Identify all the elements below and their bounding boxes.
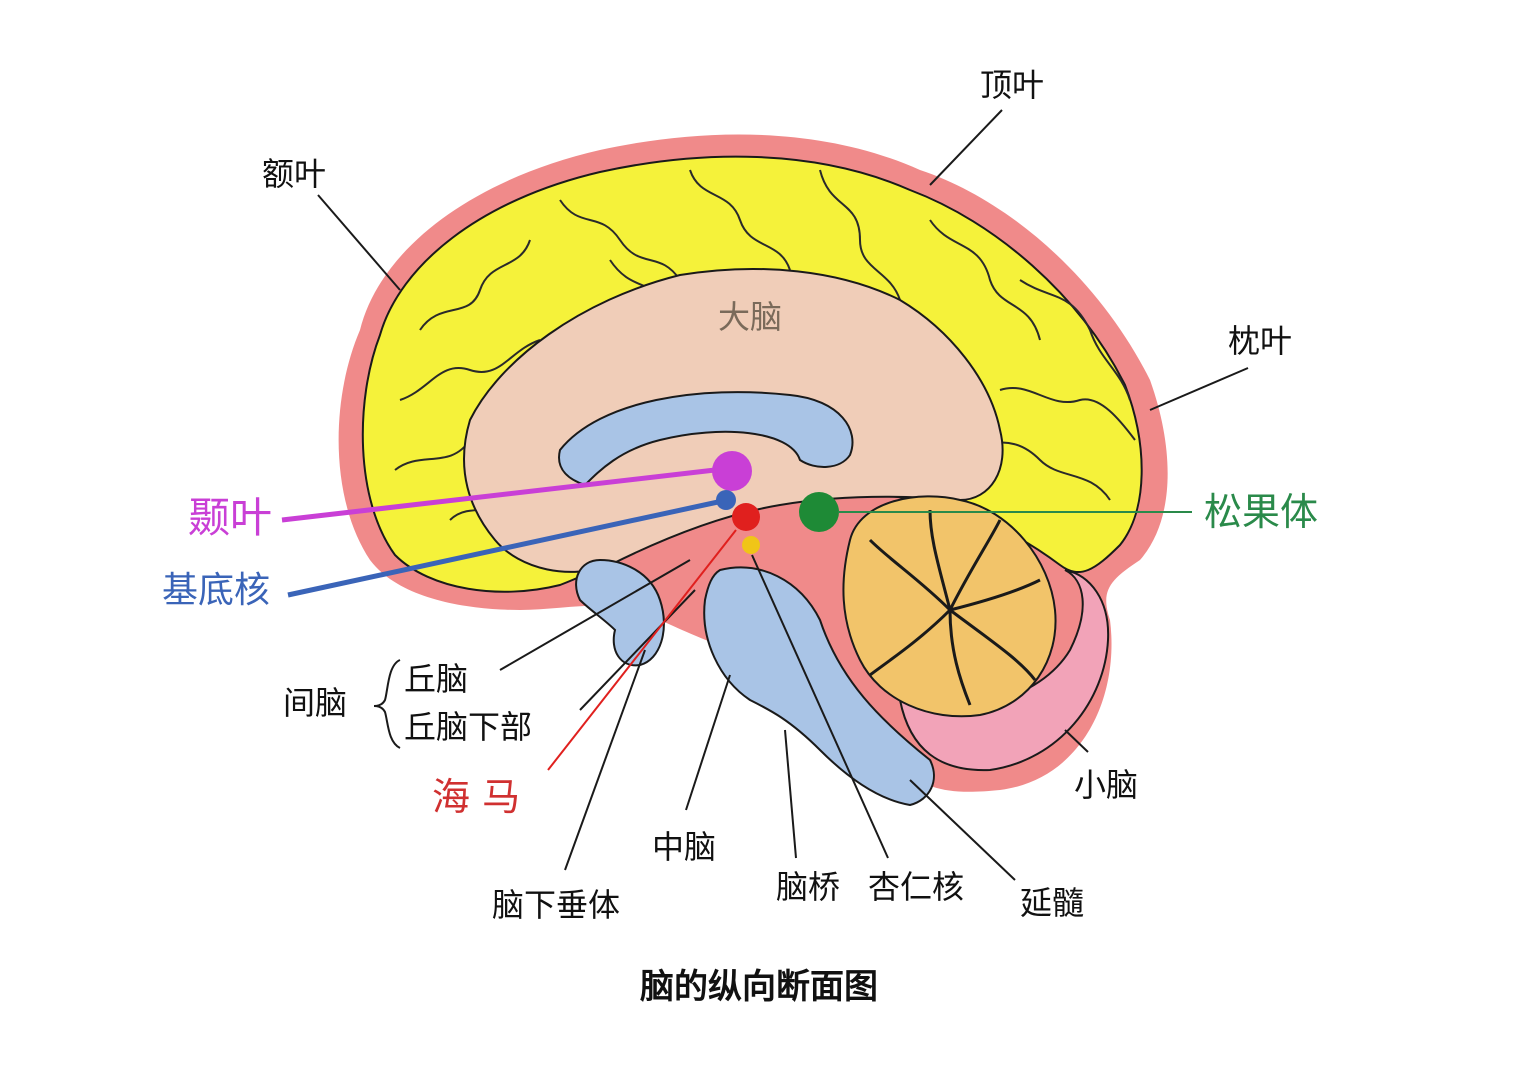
label-medulla: 延髓: [1020, 884, 1084, 922]
label-cerebrum: 大脑: [718, 298, 782, 336]
label-basal-ganglia: 基底核: [162, 570, 270, 611]
hippocampus-marker: [732, 503, 760, 531]
temporal-lobe-marker: [712, 451, 752, 491]
label-hypothalamus: 丘脑下部: [404, 708, 532, 746]
basal-ganglia-marker: [716, 490, 736, 510]
label-pituitary: 脑下垂体: [492, 886, 620, 924]
label-pons: 脑桥: [776, 868, 840, 906]
diencephalon-brace: [373, 659, 401, 749]
label-midbrain: 中脑: [652, 828, 716, 866]
corpus-callosum: [558, 391, 854, 487]
cerebellum-outer: [898, 569, 1110, 772]
label-hippocampus: 海 马: [432, 775, 520, 819]
label-pineal: 松果体: [1204, 490, 1318, 534]
label-amygdala: 杏仁核: [868, 868, 964, 906]
label-temporal: 颞叶: [188, 493, 272, 542]
label-cerebellum: 小脑: [1074, 766, 1138, 804]
label-diencephalon: 间脑: [283, 684, 347, 722]
cerebellum-folia: [868, 509, 1041, 706]
diagram-title: 脑的纵向断面图: [640, 967, 878, 1007]
amygdala-marker: [742, 536, 760, 554]
label-frontal: 额叶: [262, 155, 326, 193]
label-parietal: 顶叶: [980, 66, 1044, 104]
label-thalamus: 丘脑: [404, 660, 468, 698]
pituitary-stalk: [575, 558, 665, 667]
pointer-lines: [281, 109, 1249, 881]
pineal-marker: [799, 492, 839, 532]
brainstem: [703, 566, 935, 807]
label-occipital: 枕叶: [1228, 322, 1292, 360]
